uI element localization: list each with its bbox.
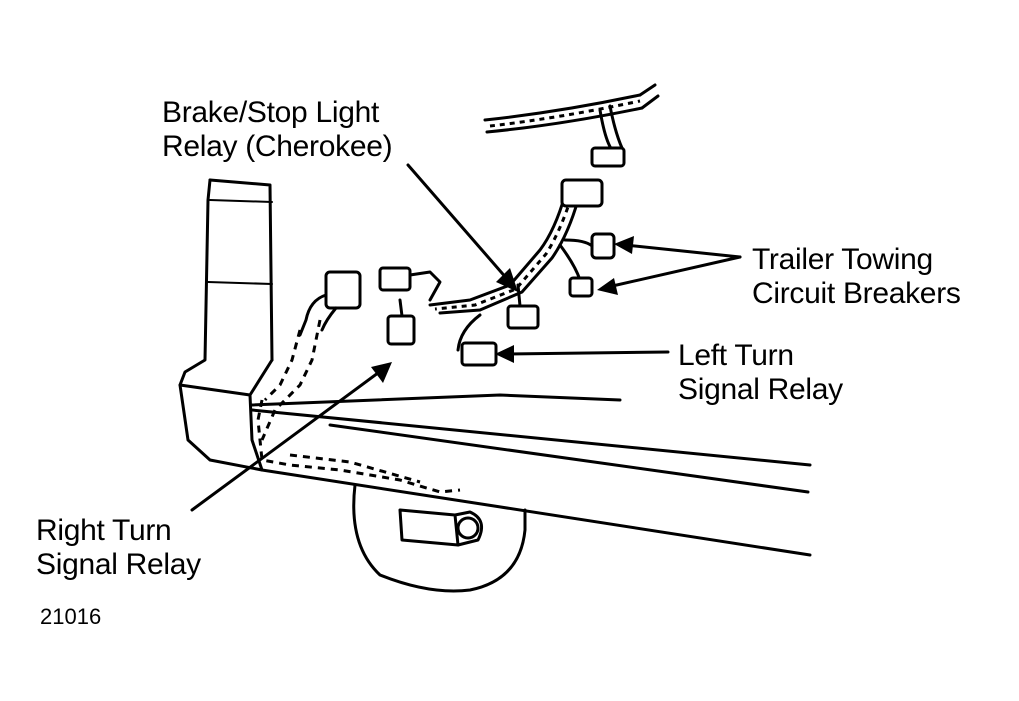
left-turn-relay-label-line1: Left Turn	[678, 339, 794, 372]
callout-arrows	[190, 163, 742, 512]
right-turn-relay-label: Right Turn Signal Relay	[36, 514, 201, 582]
figure-number: 21016	[40, 604, 102, 629]
trailer-breakers-label-line1: Trailer Towing	[752, 243, 933, 276]
arrow-icon	[614, 236, 634, 254]
brake-stop-relay-label: Brake/Stop Light Relay (Cherokee)	[162, 96, 393, 164]
arrow-icon	[495, 345, 514, 363]
brake-stop-relay-label-line1: Brake/Stop Light	[162, 96, 380, 129]
left-turn-relay-label: Left Turn Signal Relay	[678, 339, 843, 407]
arrow-icon	[371, 362, 392, 383]
trailer-breakers-label: Trailer Towing Circuit Breakers	[752, 243, 961, 311]
arrow-icon	[597, 278, 618, 295]
vehicle-body	[178, 178, 812, 593]
wiring-harness	[298, 83, 660, 367]
right-turn-relay-label-line2: Signal Relay	[36, 548, 201, 581]
brake-stop-relay-label-line2: Relay (Cherokee)	[162, 130, 393, 163]
arrow-icon	[496, 268, 518, 292]
left-turn-relay-label-line2: Signal Relay	[678, 373, 843, 406]
right-turn-relay-label-line1: Right Turn	[36, 514, 172, 547]
trailer-breakers-label-line2: Circuit Breakers	[752, 277, 961, 310]
